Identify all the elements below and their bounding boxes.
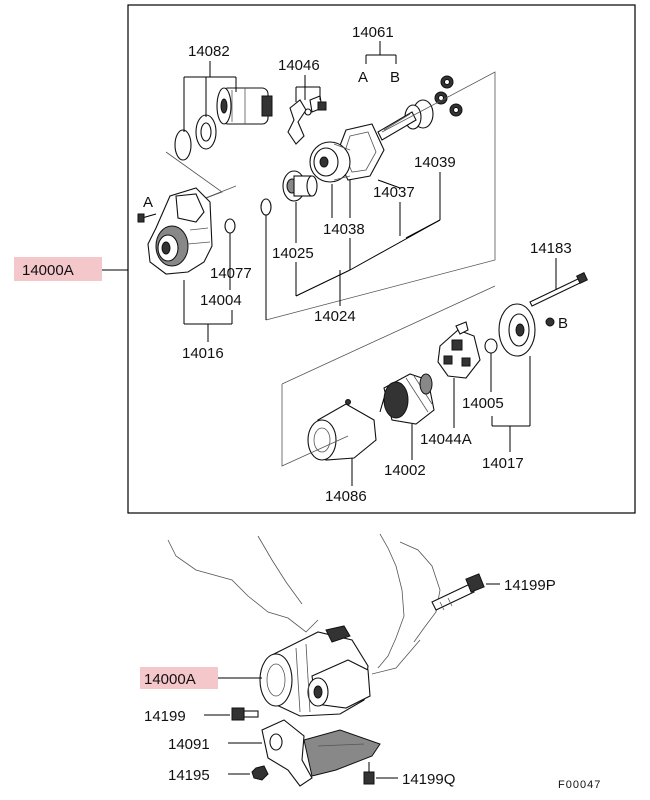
svg-text:14082: 14082 [188, 43, 230, 60]
svg-text:14000A: 14000A [144, 671, 196, 688]
svg-text:14039: 14039 [414, 154, 456, 171]
callout-14091[interactable]: 14091 [168, 736, 262, 753]
callout-14024[interactable]: 14024 [295, 219, 441, 325]
rear-bracket-screw-b: B [545, 315, 568, 332]
pinion-shaft-assembly[interactable] [377, 99, 434, 141]
svg-text:14025: 14025 [272, 245, 314, 262]
planetary-gear[interactable] [309, 141, 351, 183]
callout-14046[interactable]: 14046 [278, 57, 321, 102]
svg-text:14002: 14002 [384, 462, 426, 479]
callout-14183[interactable]: 14183 [530, 240, 572, 290]
callout-14082[interactable]: 14082 [183, 43, 237, 132]
svg-text:14199Q: 14199Q [402, 771, 455, 788]
svg-text:14044A: 14044A [420, 431, 472, 448]
rear-guide-line-bottom [281, 384, 349, 467]
armature[interactable] [379, 373, 435, 425]
bushing [224, 218, 236, 234]
rear-bracket[interactable] [498, 303, 536, 357]
callout-14199[interactable]: 14199 [144, 708, 230, 725]
callout-14016[interactable]: 14016 [182, 280, 233, 362]
yoke-assembly[interactable] [307, 399, 377, 461]
figure-code: F00047 [558, 779, 601, 791]
bracket-bolt[interactable] [363, 762, 375, 785]
svg-text:14061: 14061 [352, 24, 394, 41]
transmission-housing-outline [167, 533, 441, 675]
brush-holder[interactable] [437, 321, 481, 379]
svg-text:14199: 14199 [144, 708, 186, 725]
callout-14086[interactable]: 14086 [325, 458, 367, 505]
callout-14005[interactable]: 14005 [462, 353, 504, 412]
svg-text:14024: 14024 [314, 308, 356, 325]
exploded-view-frame [127, 4, 636, 514]
callout-14199q[interactable]: 14199Q [376, 771, 455, 788]
bracket-nut[interactable] [251, 765, 269, 781]
rear-bearing [484, 338, 498, 354]
mounting-bolt-lower[interactable] [231, 707, 259, 721]
callout-14061[interactable]: 14061 A B [352, 24, 400, 86]
svg-text:B: B [390, 69, 400, 86]
starter-support-bracket[interactable] [261, 719, 381, 787]
svg-text:A: A [143, 194, 153, 211]
svg-text:14017: 14017 [482, 455, 524, 472]
svg-text:14004: 14004 [200, 292, 242, 309]
callout-14000a-top[interactable]: 14000A [14, 257, 128, 281]
svg-text:B: B [558, 315, 568, 332]
callout-14038[interactable]: 14038 [323, 180, 365, 238]
svg-text:14086: 14086 [325, 488, 367, 505]
svg-text:14046: 14046 [278, 57, 320, 74]
svg-text:14199P: 14199P [504, 577, 556, 594]
solenoid-switch[interactable] [216, 87, 273, 125]
svg-text:14000A: 14000A [22, 262, 74, 279]
callout-14002[interactable]: 14002 [384, 424, 426, 479]
callout-14017[interactable]: 14017 [482, 356, 531, 472]
front-bracket[interactable] [147, 187, 213, 275]
starter-motor-installed[interactable] [259, 625, 371, 717]
svg-text:14195: 14195 [168, 767, 210, 784]
overrunning-clutch[interactable] [282, 170, 318, 202]
callout-14037[interactable]: 14037 [373, 179, 415, 236]
callout-14000a-bottom[interactable]: 14000A [140, 667, 262, 689]
through-bolt[interactable] [529, 272, 588, 307]
solenoid-washer-large [195, 114, 217, 150]
bracket-bolt-a: A [137, 194, 157, 223]
stop-ring [260, 198, 272, 216]
callout-14044a[interactable]: 14044A [420, 378, 472, 448]
svg-text:14077: 14077 [210, 265, 252, 282]
callout-14004[interactable]: 14004 [200, 233, 242, 309]
svg-text:14016: 14016 [182, 345, 224, 362]
svg-text:A: A [358, 69, 368, 86]
callout-14077[interactable]: 14077 [210, 215, 267, 320]
svg-text:14037: 14037 [373, 184, 415, 201]
callout-14195[interactable]: 14195 [168, 767, 250, 784]
svg-text:14183: 14183 [530, 240, 572, 257]
rear-guide-line-top [281, 285, 496, 385]
callout-14025[interactable]: 14025 [272, 202, 314, 262]
drive-lever-set[interactable] [287, 95, 327, 145]
shaft-guide-line [265, 71, 496, 321]
svg-text:14005: 14005 [462, 395, 504, 412]
svg-text:14038: 14038 [323, 221, 365, 238]
solenoid-washer-small [174, 129, 192, 161]
mounting-bolt-upper[interactable] [431, 573, 485, 611]
bearing-pair [434, 75, 463, 117]
svg-text:14091: 14091 [168, 736, 210, 753]
callout-14199p[interactable]: 14199P [486, 577, 556, 594]
